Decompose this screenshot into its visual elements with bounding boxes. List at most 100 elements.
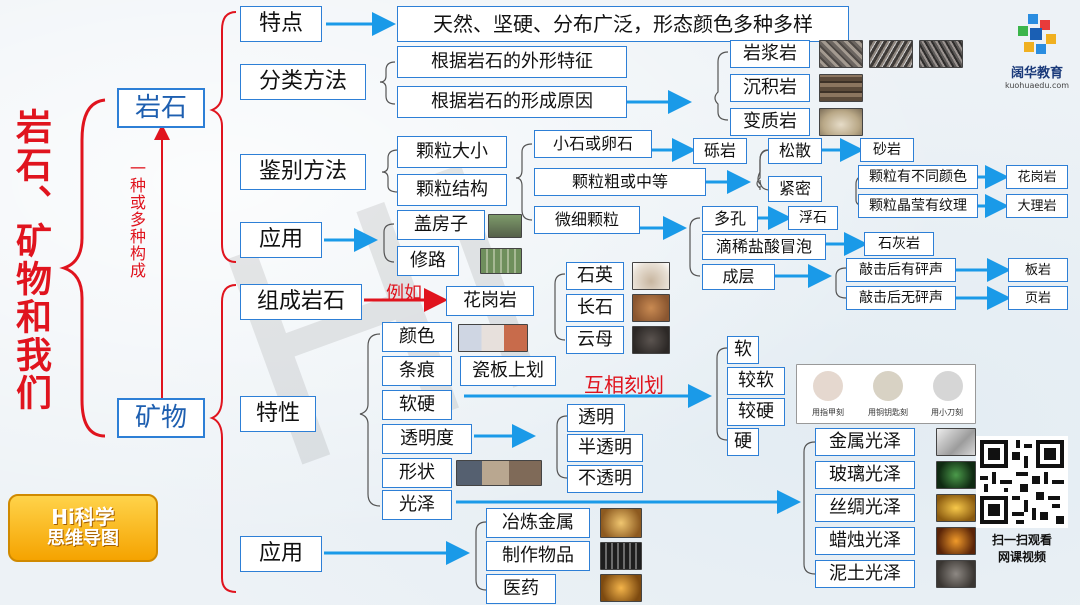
features-text: 天然、坚硬、分布广泛，形态颜色多种多样 [397,6,849,42]
classification-by-origin: 根据岩石的形成原因 [397,86,627,118]
qr-code-icon [976,436,1068,528]
opaque: 不透明 [567,465,643,493]
making-image [600,542,642,570]
dense: 紧密 [768,176,822,202]
property-streak: 条痕 [382,356,452,386]
house-image [488,214,522,238]
hardness-slightly-soft: 较软 [727,367,785,395]
sedimentary-image [819,74,863,102]
feldspar-image [632,294,670,322]
slate-result: 板岩 [1008,258,1068,282]
streak-tool: 瓷板上划 [460,356,556,386]
scratch-tool-knife: 用小刀刻 [931,408,963,417]
logo-icon [1018,14,1056,54]
smelting-image [600,508,642,538]
gravel: 砾岩 [693,138,747,164]
luster-glass: 玻璃光泽 [815,461,915,489]
igneous-image-1 [819,40,863,68]
property-color: 颜色 [382,322,452,352]
luster-metallic: 金属光泽 [815,428,915,456]
quartz: 石英 [566,262,624,290]
features-node: 特点 [240,6,322,42]
brand-logo: 阔华教育 kuohuaedu.com [1002,12,1072,90]
wax-image [936,527,976,555]
granite-result: 花岗岩 [1006,165,1068,189]
limestone: 石灰岩 [864,232,934,256]
hi-science-badge: Hi科学 思维导图 [8,494,158,562]
marble-result: 大理岩 [1006,194,1068,218]
transparent: 透明 [567,404,625,432]
fine-grain: 微细颗粒 [534,206,640,234]
coarse-grain: 颗粒粗或中等 [534,168,706,196]
key-illustration [873,371,903,401]
semi-transparent: 半透明 [567,434,643,462]
mineral-application-node: 应用 [240,536,322,572]
metallic-image [936,428,976,456]
rock-application-node: 应用 [240,222,322,258]
application-road: 修路 [397,246,459,276]
acid-bubbles: 滴稀盐酸冒泡 [702,234,826,260]
luster-earthy: 泥土光泽 [815,560,915,588]
property-transparency: 透明度 [382,424,472,454]
igneous-image-2 [869,40,913,68]
grain-structure: 颗粒结构 [397,174,507,206]
luster-silk: 丝绸光泽 [815,494,915,522]
no-sound: 敲击后无砰声 [846,286,956,310]
scratch-test-image: 用指甲刻 用铜钥匙刻 用小刀刻 [796,364,976,424]
composition-node: 组成岩石 [240,284,362,320]
hardness-soft: 软 [727,336,759,364]
logo-name: 阔华教育 [1010,66,1063,81]
earthy-image [936,560,976,588]
scratch-tool-nail: 用指甲刻 [812,408,844,417]
feldspar: 长石 [566,294,624,322]
scratch-label: 互相刻划 [584,373,664,397]
rock-node: 岩石 [117,88,205,128]
shale-result: 页岩 [1008,286,1068,310]
properties-node: 特性 [240,396,316,432]
color-images [458,324,528,352]
type-igneous: 岩浆岩 [730,40,810,68]
mica: 云母 [566,326,624,354]
knife-illustration [933,371,963,401]
mineral-node: 矿物 [117,398,205,438]
medicine-image [600,574,642,602]
layered: 成层 [702,264,775,290]
silk-image [936,494,976,522]
hardness-hard: 硬 [727,428,759,456]
qr-caption-line-2: 网课视频 [997,549,1046,564]
badge-line-2: 思维导图 [47,528,119,550]
mica-image [632,326,670,354]
road-image [480,248,522,274]
logo-url: kuohuaedu.com [1004,81,1070,90]
luster-wax: 蜡烛光泽 [815,527,915,555]
glass-image [936,461,976,489]
pumice: 浮石 [788,206,838,230]
example-label: 例如 [386,283,422,304]
hardness-slightly-hard: 较硬 [727,398,785,426]
property-luster: 光泽 [382,490,452,520]
relation-label: 一种或多种构成 [127,160,146,279]
application-medicine: 医药 [486,574,556,604]
nail-illustration [813,371,843,401]
badge-line-1: Hi科学 [51,505,115,530]
quartz-image [632,262,670,290]
grain-size: 颗粒大小 [397,136,507,168]
type-sedimentary: 沉积岩 [730,74,810,102]
property-shape: 形状 [382,458,452,488]
diff-colors: 颗粒有不同颜色 [858,165,978,189]
application-making: 制作物品 [486,541,590,571]
igneous-image-3 [919,40,963,68]
shape-images [456,460,542,486]
type-metamorphic: 变质岩 [730,108,810,136]
sandstone: 砂岩 [860,138,914,162]
application-smelting: 冶炼金属 [486,508,590,538]
scratch-tool-key: 用铜钥匙刻 [868,408,908,417]
qr-caption-line-1: 扫一扫观看 [991,533,1052,547]
crisp-sound: 敲击后有砰声 [846,258,956,282]
metamorphic-image [819,108,863,136]
classification-node: 分类方法 [240,64,366,100]
classification-by-shape: 根据岩石的外形特征 [397,46,627,78]
porous: 多孔 [702,206,758,232]
qr-caption: 扫一扫观看 网课视频 [970,532,1074,566]
